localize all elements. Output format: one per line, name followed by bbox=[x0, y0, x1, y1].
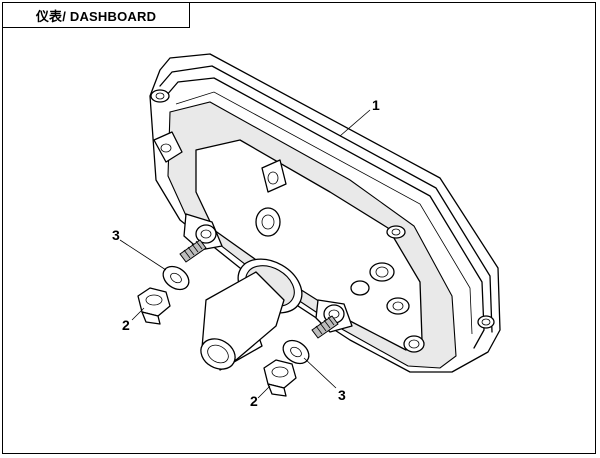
title-box: 仪表/ DASHBOARD bbox=[2, 2, 190, 28]
diagram-frame bbox=[2, 2, 596, 454]
washer-left bbox=[162, 265, 190, 291]
callout-2-nut-left: 2 bbox=[122, 317, 130, 333]
callout-2-nut-right: 2 bbox=[250, 393, 258, 409]
nut-left bbox=[137, 287, 171, 325]
left-stud bbox=[179, 239, 207, 263]
callout-3-washer-left: 3 bbox=[112, 227, 120, 243]
dashboard-housing bbox=[149, 53, 501, 373]
right-stud bbox=[311, 315, 339, 339]
nut-right bbox=[263, 359, 297, 397]
washer-right bbox=[282, 339, 310, 365]
callout-1-dashboard: 1 bbox=[372, 97, 380, 113]
callout-3-washer-right: 3 bbox=[338, 387, 346, 403]
diagram-title: 仪表/ DASHBOARD bbox=[35, 8, 157, 24]
connector-tube bbox=[200, 258, 303, 371]
leader-lines bbox=[119, 109, 371, 399]
